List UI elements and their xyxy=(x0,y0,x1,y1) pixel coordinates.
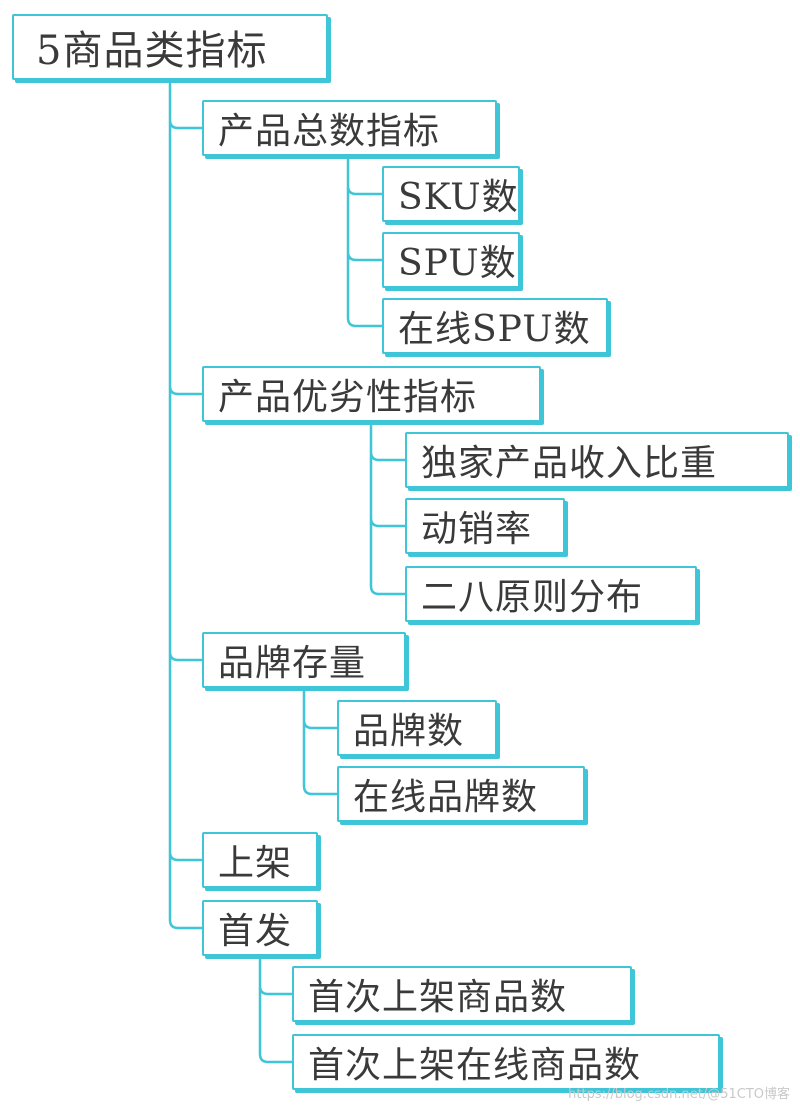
connector-brand-stock xyxy=(302,686,339,796)
node-listing: 上架 xyxy=(202,832,318,888)
node-online-spu-count: 在线SPU数 xyxy=(382,298,608,354)
node-sku-count: SKU数 xyxy=(382,166,520,222)
node-pareto-distribution: 二八原则分布 xyxy=(405,566,697,622)
connector-product-quality xyxy=(369,420,407,596)
node-product-total: 产品总数指标 xyxy=(202,100,497,156)
root-node: 5商品类指标 xyxy=(12,14,328,80)
node-brand-stock: 品牌存量 xyxy=(202,632,406,688)
node-brand-count: 品牌数 xyxy=(337,700,497,756)
connector-product-total xyxy=(346,154,384,328)
connector-root xyxy=(168,78,204,930)
node-exclusive-revenue-share: 独家产品收入比重 xyxy=(405,432,789,488)
connector-first-launch xyxy=(258,954,294,1064)
node-sell-through-rate: 动销率 xyxy=(405,498,565,554)
node-first-listed-online-count: 首次上架在线商品数 xyxy=(292,1034,720,1090)
node-product-quality: 产品优劣性指标 xyxy=(202,366,541,422)
node-spu-count: SPU数 xyxy=(382,232,520,288)
node-online-brand-count: 在线品牌数 xyxy=(337,766,585,822)
node-first-launch: 首发 xyxy=(202,900,318,956)
node-first-listed-count: 首次上架商品数 xyxy=(292,966,632,1022)
watermark: https://blog.csdn.net/@51CTO博客 xyxy=(568,1087,790,1102)
